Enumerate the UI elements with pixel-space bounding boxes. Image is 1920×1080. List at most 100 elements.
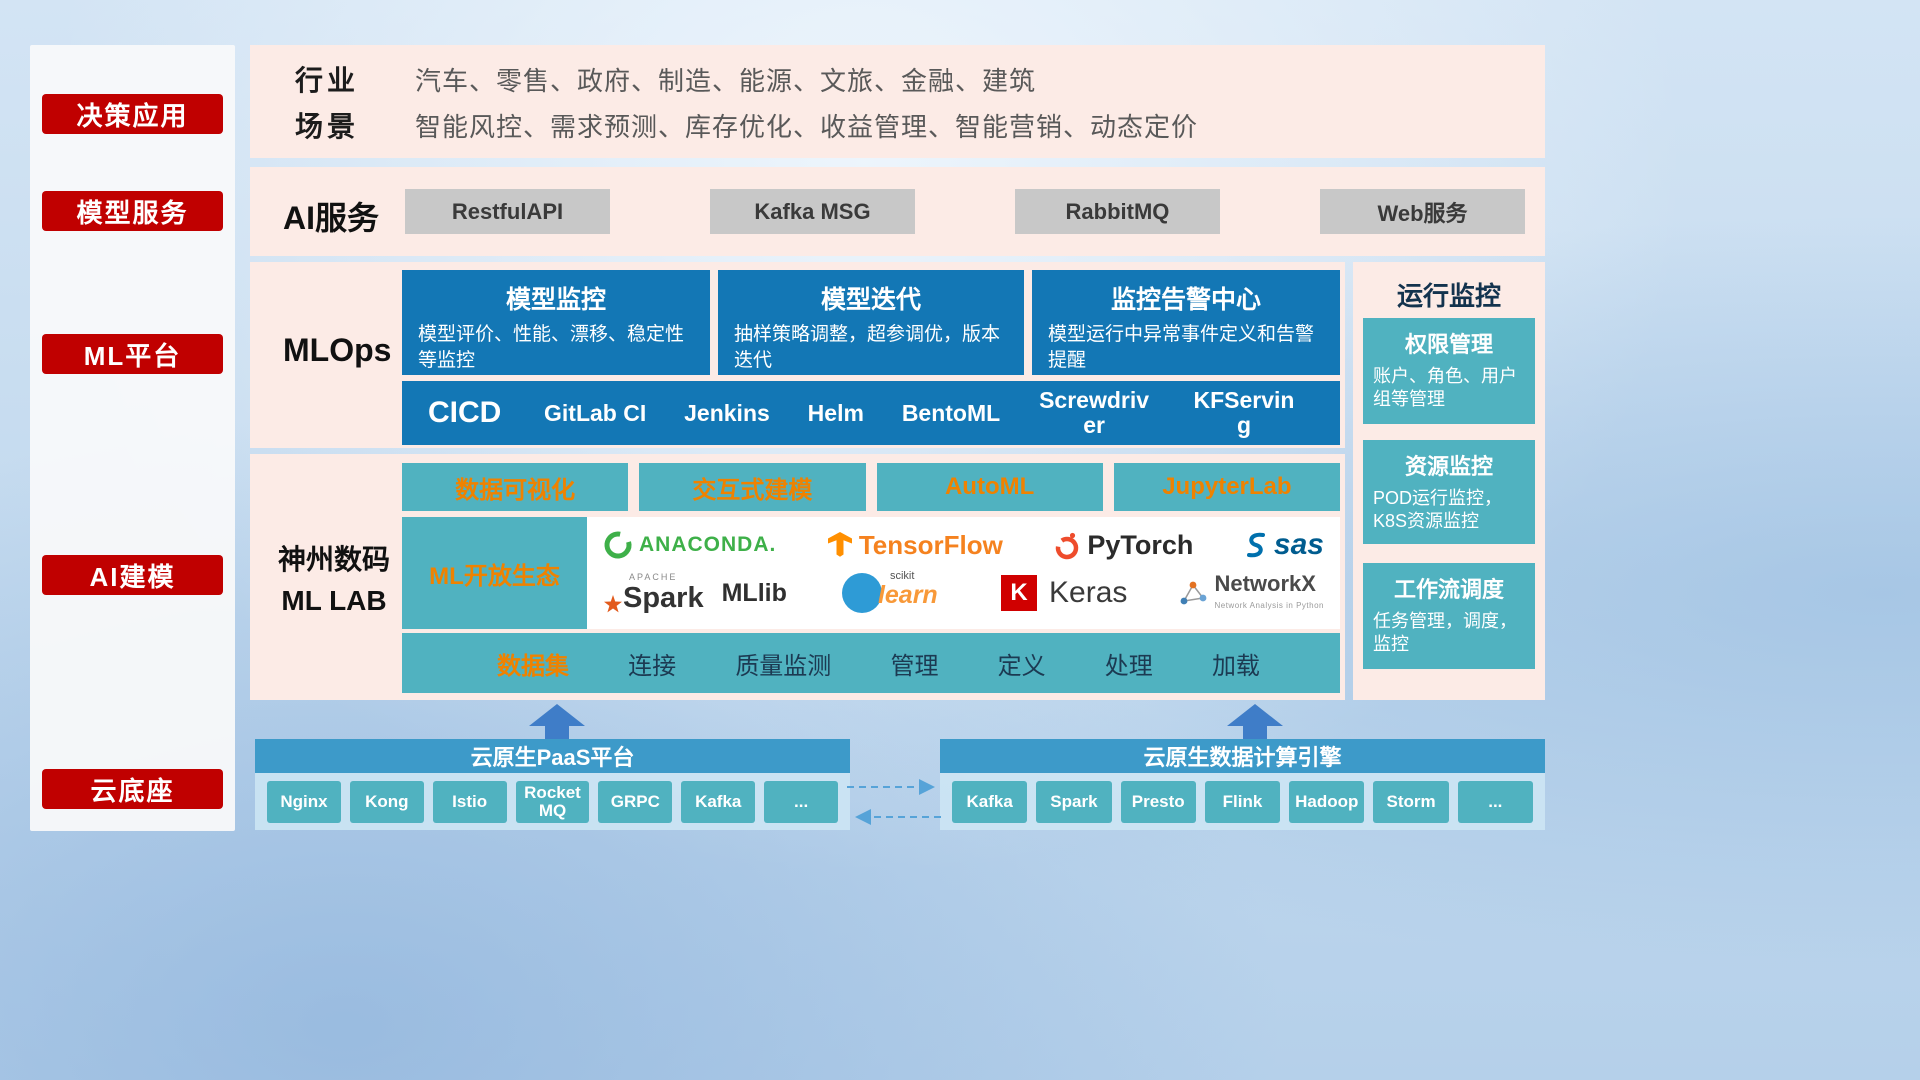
learn-wordmark: learn [877,581,938,609]
cicd-bar: CICD GitLab CI Jenkins Helm BentoML Scre… [402,381,1340,445]
card-desc: 模型评价、性能、漂移、稳定性等监控 [418,324,685,371]
paas-platform-chips: Nginx Kong Istio RocketMQ GRPC Kafka ... [255,773,850,830]
cicd-item-kfserving: KFServing [1193,387,1295,438]
industry-label: 行业 [295,65,360,96]
ai-service-panel: AI服务 RestfulAPI Kafka MSG RabbitMQ Web服务 [250,167,1545,256]
scikit-learn-icon [841,573,882,613]
anaconda-logo: ANACONDA. [603,530,776,560]
runtime-monitoring-title: 运行监控 [1396,281,1501,311]
pytorch-logo: PyTorch [1053,530,1193,561]
dataset-item-quality: 质量监测 [735,652,832,680]
card-desc: 模型运行中异常事件定义和告警提醒 [1048,324,1315,371]
sas-wordmark: sas [1273,528,1324,561]
spark-mllib-logo: APACHE Spark MLlib [603,572,787,615]
chip-kong: Kong [349,780,424,823]
chip-rocketmq: RocketMQ [515,780,590,823]
sidebar-item-model-service: 模型服务 [42,191,223,231]
chip-nginx: Nginx [267,780,341,823]
card-model-monitoring: 模型监控 模型评价、性能、漂移、稳定性等监控 [402,270,710,375]
networkx-wordmark: NetworkX [1214,571,1316,596]
card-title: 模型迭代 [820,286,921,314]
chip-more: ... [764,780,839,823]
dataset-item-connect: 连接 [628,652,677,680]
card-title: 监控告警中心 [1110,286,1261,314]
industry-value: 汽车、零售、政府、制造、能源、文旅、金融、建筑 [415,65,1037,96]
sidebar-item-ai-modeling: AI建模 [42,555,223,595]
apache-wordmark: APACHE [629,571,678,582]
card-title: 资源监控 [1404,454,1493,479]
cicd-item-gitlab-ci: GitLab CI [544,399,647,426]
sidebar-item-ml-platform: ML平台 [42,334,223,374]
ml-lab-label-line1: 神州数码 [277,544,390,575]
logo-row-2: APACHE Spark MLlib scikit learn [603,568,1324,618]
sas-logo: sas [1244,528,1324,562]
chip-jupyterlab: JupyterLab [1113,463,1340,511]
ml-lab-tools: 数据可视化 交互式建模 AutoML JupyterLab [402,463,1340,511]
card-title: 权限管理 [1404,332,1493,357]
ml-open-ecosystem-logos: ANACONDA. TensorFlow PyTorch [587,517,1340,629]
card-desc: POD运行监控，K8S资源监控 [1373,488,1503,532]
sas-icon [1246,532,1265,558]
mllib-wordmark: MLlib [721,578,787,607]
card-title: 工作流调度 [1393,577,1504,602]
ml-lab-label: 神州数码 ML LAB [266,540,402,621]
paas-platform-bar: 云原生PaaS平台 [255,739,850,773]
chip-automl: AutoML [876,463,1103,511]
dataset-label: 数据集 [497,652,569,680]
sidebar-item-decision-app: 决策应用 [42,94,223,134]
card-model-iteration: 模型迭代 抽样策略调整，超参调优，版本迭代 [718,270,1024,375]
cicd-item-bentoml: BentoML [901,399,1001,426]
tensorflow-wordmark: TensorFlow [858,529,1003,560]
chip-kafka: Kafka [952,780,1028,823]
dataset-bar: 数据集 连接 质量监测 管理 定义 处理 加载 [402,633,1340,693]
mlops-label: MLOps [283,332,392,368]
cicd-item-helm: Helm [807,399,864,426]
left-sidebar: 决策应用 模型服务 ML平台 AI建模 云底座 [30,45,235,831]
dataset-item-define: 定义 [997,652,1046,680]
keras-icon: K [1001,575,1038,611]
cicd-item-screwdriver: Screwdriver [1039,387,1150,438]
chip-data-visualization: 数据可视化 [402,463,629,511]
industry-row: 行业 汽车、零售、政府、制造、能源、文旅、金融、建筑 [295,62,1036,96]
networkx-icon [1181,581,1207,605]
cicd-item-jenkins: Jenkins [684,399,770,426]
card-workflow-scheduling: 工作流调度 任务管理，调度，监控 [1363,563,1535,669]
ai-service-label: AI服务 [283,200,380,236]
runtime-monitoring-panel: 运行监控 权限管理 账户、角色、用户组等管理 资源监控 POD运行监控，K8S资… [1353,262,1545,700]
ai-service-chips: RestfulAPI Kafka MSG RabbitMQ Web服务 [405,189,1525,234]
industry-scenario-panel: 行业 汽车、零售、政府、制造、能源、文旅、金融、建筑 场景 智能风控、需求预测、… [250,45,1545,158]
card-desc: 账户、角色、用户组等管理 [1373,366,1517,410]
up-arrow-icon [1227,704,1283,739]
card-permission-mgmt: 权限管理 账户、角色、用户组等管理 [1363,318,1535,424]
dashed-exchange-arrows-icon [847,779,941,825]
spark-word: Spark [603,582,704,615]
networkx-texts: NetworkX Network Analysis in Python [1214,573,1324,613]
logo-row-1: ANACONDA. TensorFlow PyTorch [603,528,1324,562]
chip-rabbitmq: RabbitMQ [1015,189,1220,234]
anaconda-icon [604,531,632,559]
chip-flink: Flink [1204,780,1281,823]
scenario-row: 场景 智能风控、需求预测、库存优化、收益管理、智能营销、动态定价 [295,108,1198,142]
chip-spark: Spark [1036,780,1112,823]
chip-kafka-msg: Kafka MSG [710,189,915,234]
keras-logo: K Keras [1001,575,1127,611]
keras-wordmark: Keras [1049,576,1128,609]
dataset-item-load: 加载 [1211,652,1260,680]
card-resource-monitoring: 资源监控 POD运行监控，K8S资源监控 [1363,440,1535,544]
chip-hadoop: Hadoop [1289,780,1365,823]
chip-storm: Storm [1373,780,1449,823]
ml-open-ecosystem-label: ML开放生态 [402,517,587,629]
mlops-cards: 模型监控 模型评价、性能、漂移、稳定性等监控 模型迭代 抽样策略调整，超参调优，… [402,270,1340,375]
chip-interactive-modeling: 交互式建模 [639,463,866,511]
spark-star-icon [604,594,622,612]
scikit-learn-logo: scikit learn [838,568,950,618]
scikit-wordmark: scikit [889,570,915,582]
pytorch-icon [1056,532,1079,560]
tensorflow-icon [827,532,852,557]
tensorflow-logo: TensorFlow [827,530,1003,561]
spark-wordmark: Spark [623,581,704,614]
mlops-panel: MLOps 模型监控 模型评价、性能、漂移、稳定性等监控 模型迭代 抽样策略调整… [250,262,1345,448]
ml-lab-panel: 神州数码 ML LAB 数据可视化 交互式建模 AutoML JupyterLa… [250,454,1345,700]
chip-web-service: Web服务 [1320,189,1525,234]
up-arrow-icon [529,704,585,739]
